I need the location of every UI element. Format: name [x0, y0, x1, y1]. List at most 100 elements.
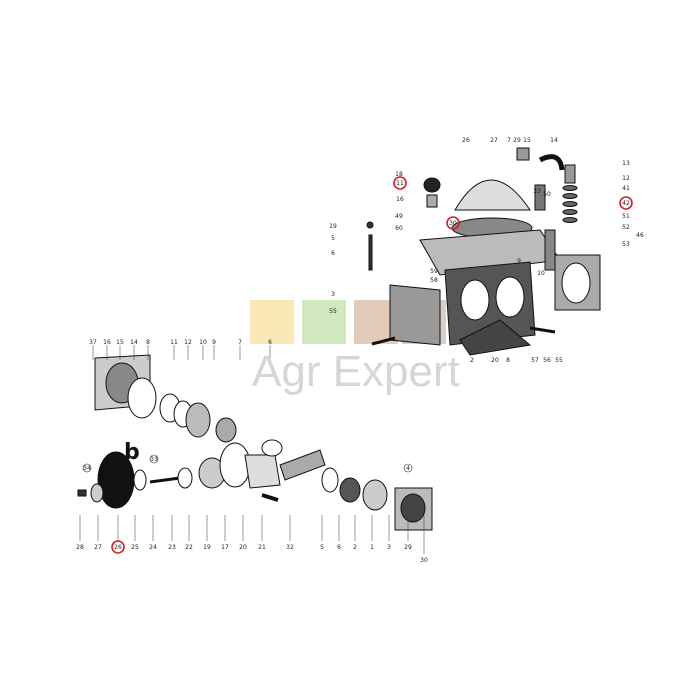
- bolt-2: [529, 326, 556, 334]
- part-label: 16: [103, 339, 111, 346]
- part-label: 18: [395, 171, 403, 178]
- part-label: 56: [543, 357, 551, 364]
- nipple: [564, 164, 576, 184]
- ring-6: [321, 467, 339, 493]
- part-label: 9: [517, 258, 521, 265]
- part-label: 42: [622, 200, 630, 207]
- part-label: 20: [239, 544, 247, 551]
- part-label: 55: [555, 357, 563, 364]
- part-label: 12: [184, 339, 192, 346]
- part-label: 16: [396, 196, 404, 203]
- filter: [534, 184, 546, 211]
- o-ring: [562, 185, 578, 191]
- part-label: 22: [185, 544, 193, 551]
- part-label: 26: [462, 137, 470, 144]
- assembly-letter: b: [124, 440, 140, 465]
- part-label: 30: [420, 557, 428, 564]
- valve-body: [426, 194, 438, 208]
- part-label: 27: [94, 544, 102, 551]
- side-cover-left: [389, 284, 441, 346]
- part-label: 20: [491, 357, 499, 364]
- part-label: 34: [83, 465, 91, 472]
- bolt-28: [77, 489, 87, 497]
- part-label: 7: [238, 339, 242, 346]
- o-ring: [562, 217, 578, 223]
- bearing-9: [185, 402, 211, 438]
- part-label: 52: [622, 224, 630, 231]
- seal-14: [127, 377, 157, 419]
- part-label: 33: [150, 456, 158, 463]
- part-label: 41: [622, 185, 630, 192]
- part-label: 60: [395, 225, 403, 232]
- part-label: 51: [622, 213, 630, 220]
- part-label: 19: [329, 223, 337, 230]
- part-label: 3: [387, 544, 391, 551]
- part-label: 26: [114, 544, 122, 551]
- part-label: 29: [513, 137, 521, 144]
- label-ring: [403, 463, 413, 473]
- ring-22: [177, 467, 193, 489]
- part-label: 8: [506, 357, 510, 364]
- nut-15: [516, 147, 530, 161]
- bolt: [371, 336, 396, 346]
- part-label: 24: [149, 544, 157, 551]
- body-bore: [460, 279, 490, 321]
- part-label: 11: [396, 180, 404, 187]
- part-label: 4: [406, 465, 410, 472]
- part-label: 13: [622, 160, 630, 167]
- part-label: 11: [170, 339, 178, 346]
- cylinder-17: [219, 442, 251, 488]
- part-label: 14: [550, 137, 558, 144]
- part-label: 7: [507, 137, 511, 144]
- housing-32: [244, 454, 281, 489]
- o-ring: [562, 193, 578, 199]
- part-label: 23: [168, 544, 176, 551]
- o-ring: [562, 201, 578, 207]
- base-plate: [459, 319, 532, 356]
- part-label: 6: [268, 339, 272, 346]
- bushing-7: [215, 417, 237, 443]
- part-label: 21: [258, 544, 266, 551]
- wheelbarrow-icon: [302, 300, 346, 344]
- highlight-ring: [111, 540, 125, 554]
- part-label: 55: [329, 308, 337, 315]
- part-label: 28: [76, 544, 84, 551]
- highlight-ring: [446, 216, 460, 230]
- tractor-icon: [250, 300, 294, 344]
- part-label: 10: [537, 270, 545, 277]
- part-label: 12: [622, 175, 630, 182]
- stud: [368, 234, 373, 271]
- label-ring: [82, 463, 92, 473]
- side-cover-bore: [561, 262, 591, 304]
- oring-6: [261, 439, 283, 457]
- part-label: 6: [337, 544, 341, 551]
- part-label: 15: [523, 137, 531, 144]
- part-label: 29: [404, 544, 412, 551]
- part-label: 46: [636, 232, 644, 239]
- bearing-2: [339, 477, 361, 503]
- part-label: 5: [331, 235, 335, 242]
- part-label: 33: [533, 188, 541, 195]
- shaft-1: [362, 479, 388, 511]
- part-label: 37: [89, 339, 97, 346]
- connecting-rod-5: [279, 449, 326, 481]
- valve-cap: [423, 177, 441, 193]
- elbow-fitting: [538, 154, 565, 171]
- part-label: 1: [370, 544, 374, 551]
- part-label: 25: [131, 544, 139, 551]
- part-label: 30: [449, 220, 457, 227]
- part-label: 8: [146, 339, 150, 346]
- part-label: 27: [490, 137, 498, 144]
- part-label: 19: [203, 544, 211, 551]
- part-label: 59: [430, 268, 438, 275]
- part-label: 9: [212, 339, 216, 346]
- pin-20: [261, 493, 279, 502]
- label-ring: [149, 454, 159, 464]
- pump-cover: [454, 179, 531, 211]
- o-ring: [562, 209, 578, 215]
- disc-25: [133, 469, 147, 491]
- body-bore-2: [495, 276, 525, 318]
- part-label: 17: [221, 544, 229, 551]
- highlight-ring: [393, 176, 407, 190]
